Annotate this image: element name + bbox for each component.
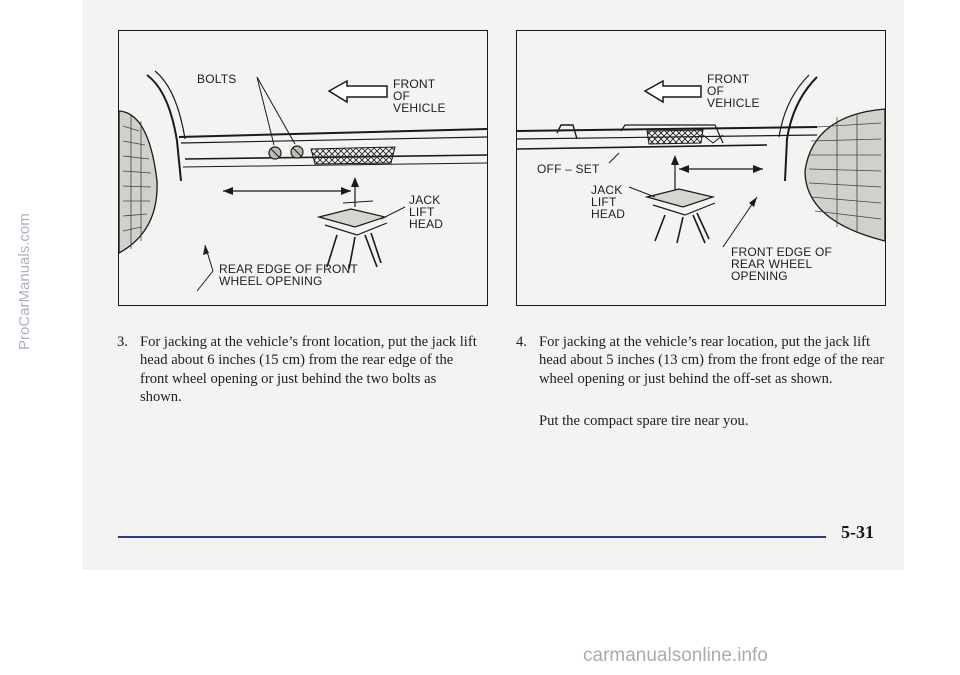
jack-lift-head-label: JACK LIFT HEAD	[409, 193, 444, 231]
step-number: 4.	[516, 334, 527, 350]
rear-jacking-illustration	[517, 74, 885, 248]
front-jacking-illustration	[119, 70, 487, 292]
front-of-vehicle-label: FRONT OF VEHICLE	[393, 77, 446, 115]
front-jacking-diagram: BOLTS FRONT OF VEHICLE JACK LIFT HEAD RE…	[118, 30, 488, 306]
jack-lift-head-label: JACK LIFT HEAD	[591, 183, 626, 221]
side-watermark: ProCarManuals.com	[16, 213, 33, 350]
step-4-note: Put the compact spare tire near you.	[539, 413, 749, 429]
footer-rule	[118, 536, 826, 538]
wheel-opening-label: REAR EDGE OF FRONT WHEEL OPENING	[219, 262, 358, 288]
off-set-label: OFF – SET	[537, 162, 600, 176]
step-text: For jacking at the vehicle’s front locat…	[140, 334, 477, 406]
front-of-vehicle-label: FRONT OF VEHICLE	[707, 72, 760, 110]
rear-jacking-diagram: FRONT OF VEHICLE OFF – SET JACK LIFT HEA…	[516, 30, 886, 306]
step-number: 3.	[117, 334, 128, 350]
wheel-opening-label: FRONT EDGE OF REAR WHEEL OPENING	[731, 245, 833, 283]
page-number: 5-31	[841, 522, 874, 542]
footer-watermark: carmanualsonline.info	[583, 645, 768, 666]
bolts-label: BOLTS	[197, 72, 237, 86]
step-text: For jacking at the vehicle’s rear locati…	[539, 334, 885, 387]
